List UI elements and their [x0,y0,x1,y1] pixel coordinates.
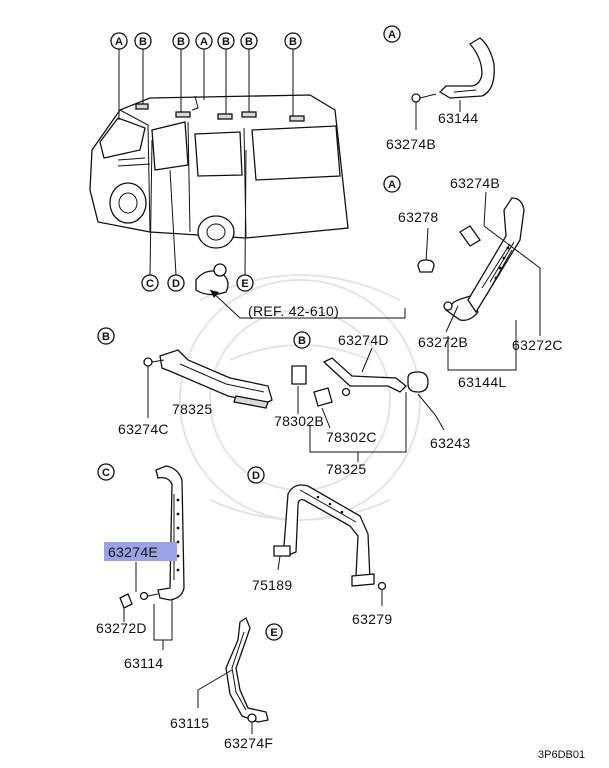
part-63274f: 63274F [224,735,273,751]
callout-b-3: B [222,36,230,48]
part-63274b-b: 63274B [450,175,500,191]
section-b-right: B 63274D 78302B 78302C 63243 78325 [274,331,470,477]
part-63272d: 63272D [96,620,147,636]
section-a-top: A 63144 63274B [383,25,495,152]
van-callouts-bottom: C D E [141,274,254,292]
callout-b-4: B [245,36,253,48]
callout-b-1: B [139,36,147,48]
section-a-right: A 63274B 63278 63272B 63272C 63144L [383,175,563,390]
diagram-code: 3P6DB01 [538,749,585,761]
section-b-left: B 78325 63274C [97,327,273,437]
highlight-63274e [104,542,177,561]
part-78325-b2: 78325 [326,461,366,477]
part-63243: 63243 [430,435,470,451]
part-78325-b: 78325 [172,401,212,417]
part-63272b: 63272B [418,334,468,350]
part-78302b: 78302B [274,413,324,429]
part-63115: 63115 [170,715,209,731]
callout-a-1: A [115,36,123,48]
callout-c: C [146,278,154,290]
part-63114: 63114 [124,655,163,671]
callout-b-2: B [177,36,185,48]
part-63279: 63279 [352,611,392,627]
part-63274d: 63274D [338,332,389,348]
section-e: E 63115 63274F [170,617,283,751]
van-callouts-top: A B B A B B B [110,32,302,50]
part-78302c: 78302C [326,429,377,445]
part-63274c: 63274C [118,421,169,437]
callout-d: D [172,278,180,290]
van-illustration [89,94,349,296]
part-75189: 75189 [252,577,292,593]
section-c: C 63274E 63272D 63114 [96,463,185,671]
section-label-b: B [102,331,110,343]
callout-b-5: B [289,36,297,48]
part-63272c: 63272C [512,337,563,353]
part-63274e[interactable]: 63274E [108,544,158,560]
callout-e: E [241,278,248,290]
section-label-a-1: A [388,29,396,41]
part-63144l: 63144L [458,374,507,390]
section-label-b-2: B [298,335,306,347]
section-label-a-2: A [388,179,396,191]
part-63278: 63278 [398,209,438,225]
reference-arrow: (REF. 42-610) [209,289,406,319]
callout-a-2: A [200,36,208,48]
van-leader-lines [118,49,294,276]
section-d: D 75189 63279 [247,466,392,627]
reference-label: (REF. 42-610) [248,303,339,319]
part-63274b-a: 63274B [386,136,436,152]
section-label-d: D [252,470,260,482]
part-63144: 63144 [438,110,478,126]
section-label-e: E [270,627,277,639]
section-label-c: C [102,467,110,479]
